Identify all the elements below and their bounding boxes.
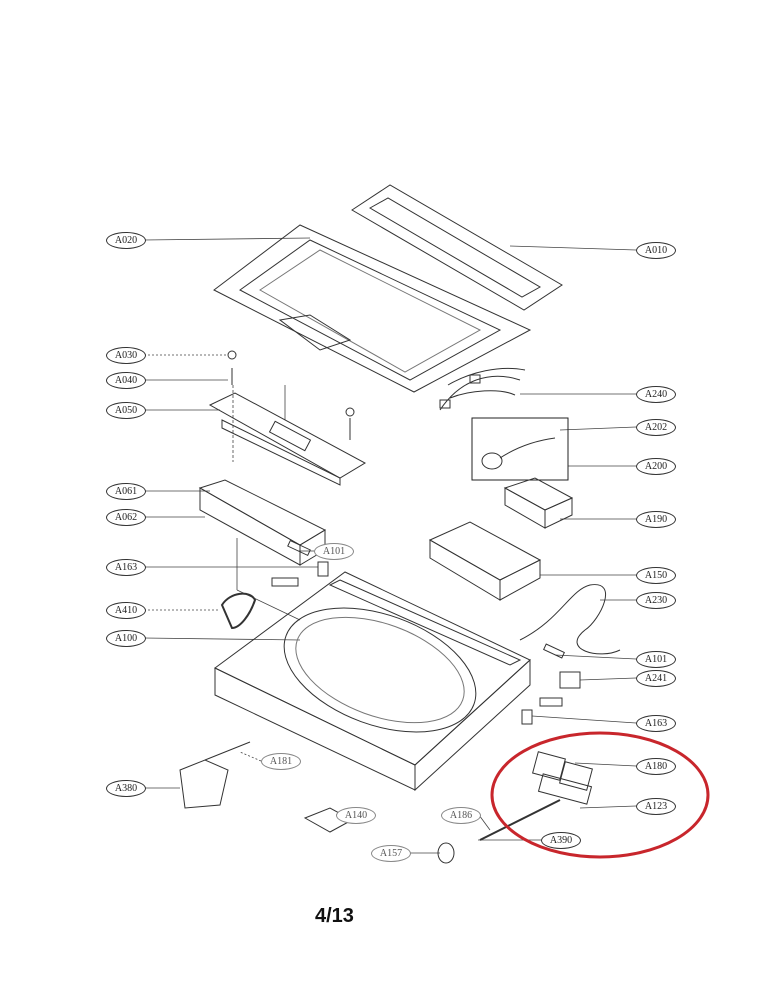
red-highlight-circle <box>490 731 710 859</box>
pressure-sensor-a202 <box>481 452 503 470</box>
label-a190: A190 <box>636 511 676 528</box>
label-a241: A241 <box>636 670 676 687</box>
detergent-box-a190 <box>503 477 574 529</box>
label-a181: A181 <box>261 753 301 770</box>
power-cord-a230 <box>519 584 621 655</box>
pcb-assembly-a061 <box>198 479 327 566</box>
connector-a101 <box>287 539 311 557</box>
control-panel-a050 <box>208 392 367 486</box>
label-a062: A062 <box>106 509 146 526</box>
label-a180: A180 <box>636 758 676 775</box>
label-a010: A010 <box>636 242 676 259</box>
leader-lines <box>143 237 637 854</box>
label-a030: A030 <box>106 347 146 364</box>
switch-part <box>271 577 299 587</box>
gasket-a410 <box>220 592 257 630</box>
label-a157: A157 <box>371 845 411 862</box>
label-a200: A200 <box>636 458 676 475</box>
label-a230: A230 <box>636 592 676 609</box>
wire-harness-a240 <box>439 367 526 411</box>
label-a186: A186 <box>441 807 481 824</box>
label-a050: A050 <box>106 402 146 419</box>
label-a150: A150 <box>636 567 676 584</box>
label-a123: A123 <box>636 798 676 815</box>
label-a390: A390 <box>541 832 581 849</box>
label-a202: A202 <box>636 419 676 436</box>
filter-a157 <box>437 842 455 864</box>
part-a241 <box>559 671 581 689</box>
page-number: 4/13 <box>315 905 354 927</box>
label-a163-right: A163 <box>636 715 676 732</box>
label-a101-right: A101 <box>636 651 676 668</box>
drain-cup-a380 <box>179 759 229 809</box>
switch-a163-right <box>521 709 533 725</box>
label-a410: A410 <box>106 602 146 619</box>
switch-a163 <box>317 561 329 577</box>
label-a140: A140 <box>336 807 376 824</box>
label-a380: A380 <box>106 780 146 797</box>
top-cover-a010 <box>351 184 563 311</box>
screw-a030 <box>227 350 237 360</box>
dispenser-drawer-a150 <box>428 521 542 601</box>
label-a100: A100 <box>106 630 146 647</box>
label-a061: A061 <box>106 483 146 500</box>
pressure-sensor-box-a200 <box>471 417 569 481</box>
label-a240: A240 <box>636 386 676 403</box>
top-frame-a100 <box>214 571 531 792</box>
label-a040: A040 <box>106 372 146 389</box>
lid-a020 <box>213 224 532 393</box>
label-a101-left: A101 <box>314 543 354 560</box>
label-a163-left: A163 <box>106 559 146 576</box>
label-a020: A020 <box>106 232 146 249</box>
water-valve-a180 <box>532 751 593 805</box>
